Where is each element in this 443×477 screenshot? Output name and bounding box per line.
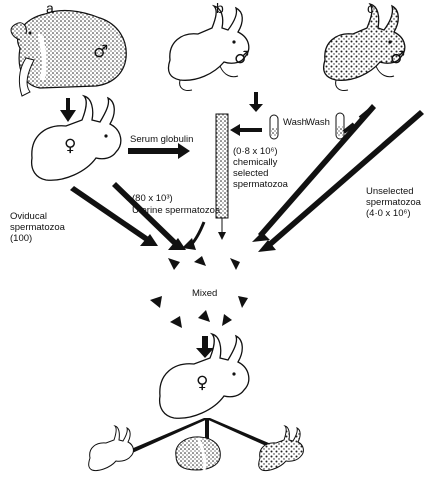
panel-label-b: b bbox=[216, 0, 224, 16]
arrow-serum-globulin bbox=[128, 143, 190, 159]
label-unselected-1: Unselected bbox=[366, 186, 414, 197]
label-oviducal-1: Oviducal bbox=[10, 211, 47, 222]
label-mixed: Mixed bbox=[192, 288, 217, 299]
label-uterine: Uterine spermatozoa bbox=[132, 205, 220, 216]
label-unselected-2: spermatozoa bbox=[366, 197, 421, 208]
offspring-rabbit-spotted bbox=[259, 426, 304, 471]
male-symbol-a: ♂ bbox=[93, 42, 108, 62]
female-symbol-top: ♀ bbox=[64, 136, 76, 156]
female-symbol-bottom: ♀ bbox=[196, 373, 208, 393]
label-chem-count: (0·8 x 10⁶) bbox=[233, 146, 278, 157]
chromatography-column bbox=[216, 114, 228, 240]
label-serum-globulin: Serum globulin bbox=[130, 134, 193, 145]
male-symbol-b: ♂ bbox=[234, 48, 249, 68]
panel-label-c: c bbox=[367, 0, 374, 16]
label-uterine-count: (80 x 10³) bbox=[132, 193, 173, 204]
wash-tube-c bbox=[336, 113, 344, 139]
male-symbol-c: ♂ bbox=[390, 48, 405, 68]
label-chem-1: chemically bbox=[233, 157, 277, 168]
label-oviducal-count: (100) bbox=[10, 233, 32, 244]
label-oviducal-2: spermatozoa bbox=[10, 222, 65, 233]
arrow-b-down bbox=[249, 92, 263, 112]
label-unselected-count: (4·0 x 10⁶) bbox=[366, 208, 411, 219]
label-wash-b: Wash bbox=[283, 117, 307, 128]
panel-label-a: a bbox=[46, 0, 54, 16]
offspring-stippled bbox=[176, 437, 221, 470]
wash-tube-b bbox=[270, 115, 278, 139]
label-wash-c: Wash bbox=[306, 117, 330, 128]
label-chem-2: selected bbox=[233, 168, 268, 179]
arrow-chem-down bbox=[182, 222, 204, 250]
offspring-rabbit-white bbox=[89, 426, 134, 471]
arrow-a-down bbox=[60, 98, 76, 122]
male-animal-a bbox=[11, 11, 126, 96]
label-chem-3: spermatozoa bbox=[233, 179, 288, 190]
arrow-wash-b bbox=[230, 124, 262, 136]
